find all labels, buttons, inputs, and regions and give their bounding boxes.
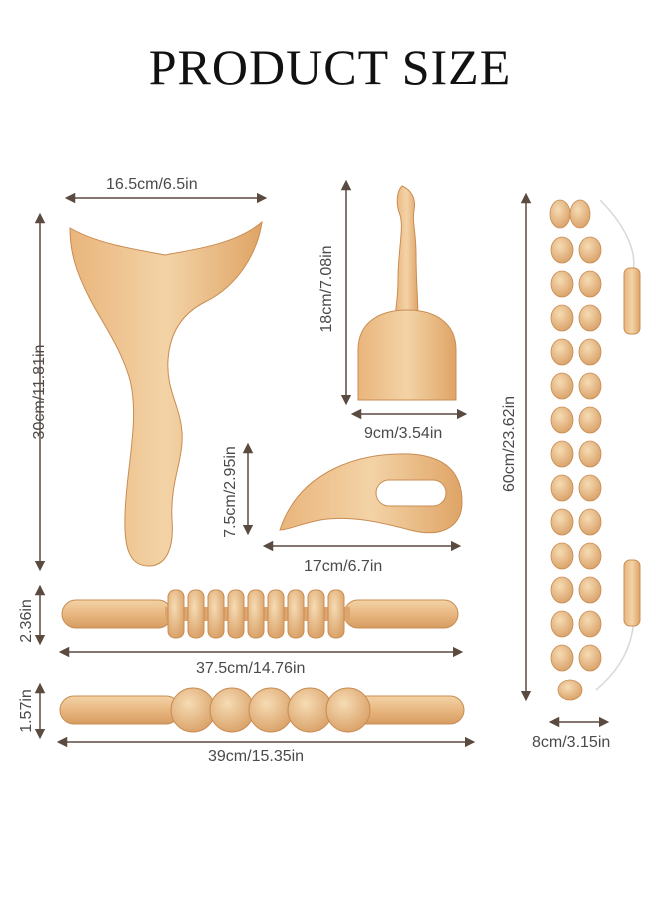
gua-sha-board (69, 220, 263, 567)
massage-cup-width-label: 9cm/3.54in (364, 425, 443, 442)
scraper-width-label: 17cm/6.7in (304, 558, 383, 575)
gua-sha-width-label: 16.5cm/6.5in (106, 176, 198, 193)
roller-stick-width-label: 37.5cm/14.76in (196, 660, 306, 677)
ball-roller-height-label: 1.57in (18, 689, 35, 733)
back-roller-rope (549, 199, 641, 701)
gua-sha-height-label: 30cm/11.81in (31, 344, 48, 440)
lymphatic-scraper (279, 453, 463, 534)
back-roller-height-label: 60cm/23.62in (501, 395, 518, 493)
roller-stick (61, 589, 459, 639)
massage-cup-height-label: 18cm/7.08in (318, 245, 335, 333)
ball-roller-stick (59, 687, 465, 733)
page-title: PRODUCT SIZE (148, 39, 512, 95)
roller-stick-height-label: 2.36in (18, 599, 35, 643)
ball-roller-width-label: 39cm/15.35in (208, 748, 305, 765)
back-roller-width-label: 8cm/3.15in (532, 734, 611, 751)
scraper-height-label: 7.5cm/2.95in (222, 446, 239, 538)
massage-cup (357, 185, 457, 401)
